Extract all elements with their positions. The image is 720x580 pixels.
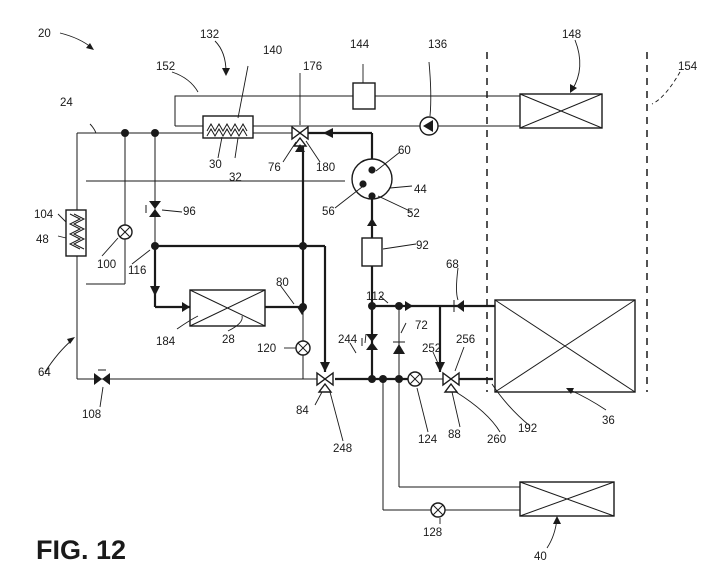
figure-caption: FIG. 12: [36, 535, 126, 565]
label-84: 84: [296, 405, 309, 417]
rear-evaporator-40: [519, 481, 615, 517]
label-252: 252: [422, 343, 441, 355]
expansion-valve-100: [117, 224, 133, 240]
label-30: 30: [209, 159, 222, 171]
reference-labels: 20 132 140 144 136 148 152 176 154 24 60…: [34, 28, 698, 563]
label-40: 40: [534, 551, 547, 563]
flow-arrows: [150, 128, 445, 372]
water-cooled-condenser-30: [202, 115, 254, 139]
thin-lines: [76, 132, 520, 511]
label-144: 144: [350, 39, 370, 51]
label-68: 68: [446, 259, 459, 271]
label-20: 20: [38, 28, 51, 40]
label-48: 48: [36, 234, 49, 246]
label-112: 112: [366, 291, 384, 303]
check-valve-72: [393, 341, 405, 354]
exterior-heat-exchanger-36: [494, 299, 636, 393]
label-52: 52: [407, 208, 420, 220]
label-28: 28: [222, 334, 235, 346]
label-32: 32: [229, 172, 242, 184]
label-92: 92: [416, 240, 429, 252]
label-128: 128: [423, 527, 442, 539]
expansion-valve-120: [295, 340, 311, 356]
label-96: 96: [183, 206, 196, 218]
label-148: 148: [562, 29, 581, 41]
label-44: 44: [414, 184, 427, 196]
compressor-44: [351, 158, 393, 200]
label-154: 154: [678, 61, 698, 73]
label-132: 132: [200, 29, 219, 41]
label-64: 64: [38, 367, 51, 379]
label-108: 108: [82, 409, 101, 421]
three-way-valve-84: [316, 371, 334, 393]
label-152: 152: [156, 61, 175, 73]
label-76: 76: [268, 162, 281, 174]
label-184: 184: [156, 336, 176, 348]
label-24: 24: [60, 97, 73, 109]
label-36: 36: [602, 415, 615, 427]
label-244: 244: [338, 334, 358, 346]
label-140: 140: [263, 45, 282, 57]
junction-dots: [121, 129, 403, 383]
label-88: 88: [448, 429, 461, 441]
coolant-radiator-148: [519, 93, 603, 129]
valve-96: [145, 201, 161, 217]
label-116: 116: [128, 265, 146, 277]
three-way-valve-88: [442, 371, 460, 393]
label-248: 248: [333, 443, 352, 455]
label-256: 256: [456, 334, 475, 346]
label-104: 104: [34, 209, 54, 221]
check-valve-68: [453, 300, 464, 312]
three-way-valve-76: [291, 121, 309, 147]
label-60: 60: [398, 145, 411, 157]
internal-heat-exchanger-48: [65, 209, 87, 257]
label-72: 72: [415, 320, 428, 332]
label-124: 124: [418, 434, 438, 446]
label-56: 56: [322, 206, 335, 218]
label-136: 136: [428, 39, 447, 51]
label-120: 120: [257, 343, 276, 355]
accumulator-92: [361, 237, 383, 267]
leader-lines: [44, 32, 681, 549]
valve-108: [94, 369, 110, 385]
expansion-valve-128: [430, 502, 446, 518]
label-260: 260: [487, 434, 506, 446]
label-192: 192: [518, 423, 537, 435]
component-144: [352, 82, 376, 110]
label-176: 176: [303, 61, 322, 73]
label-100: 100: [97, 259, 116, 271]
label-180: 180: [316, 162, 335, 174]
valve-112: [361, 334, 378, 350]
front-evaporator-28: [189, 289, 266, 327]
pump-136: [419, 116, 439, 136]
label-80: 80: [276, 277, 289, 289]
expansion-valve-124: [407, 371, 423, 387]
